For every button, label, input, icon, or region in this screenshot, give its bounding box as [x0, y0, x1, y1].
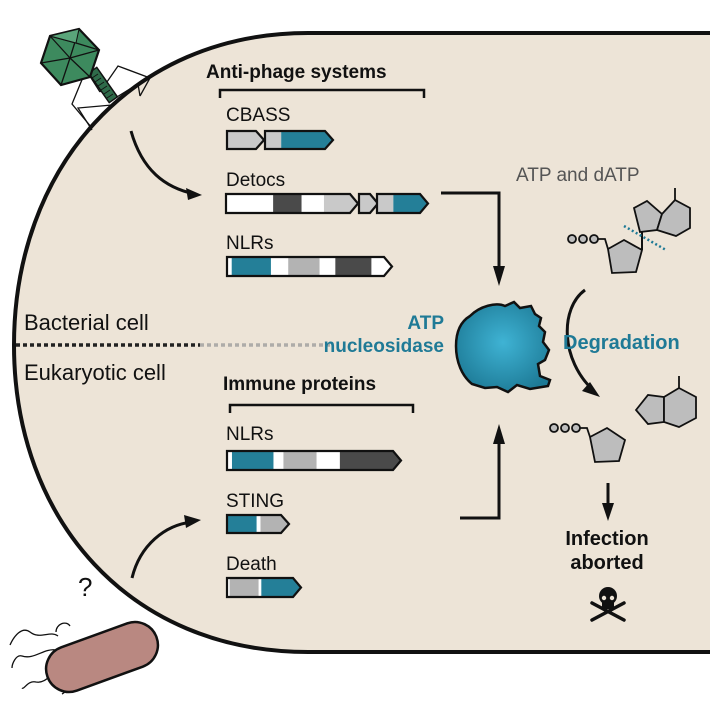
gene-arrow-outline	[224, 192, 360, 215]
protein-domain-white	[273, 451, 284, 470]
degraded-ribose-phosphate-icon	[549, 423, 627, 463]
degradation-arrowhead	[582, 382, 600, 397]
protein-domain-light-gray	[227, 131, 264, 149]
gene-arrow-outline	[225, 513, 291, 535]
atp-molecule-icon	[567, 188, 691, 274]
protein-domain-white	[301, 194, 324, 213]
protein-domain-mid-gray	[260, 515, 289, 533]
bacterial-to-enzyme-connector	[441, 191, 501, 268]
protein-domain-white	[227, 451, 232, 470]
anti-phage-header: Anti-phage systems	[206, 62, 387, 83]
immune-proteins-bracket	[228, 403, 415, 413]
death-label: Death	[226, 554, 277, 575]
protein-domain-white	[256, 515, 261, 533]
eukaryotic-to-enzyme-arrowhead	[493, 424, 505, 444]
bacterium-icon	[9, 620, 160, 695]
protein-domain-white	[227, 257, 232, 276]
protein-domain-teal	[393, 194, 428, 213]
protein-domain-teal	[227, 515, 257, 533]
gene-arrow-outline	[225, 255, 394, 278]
gene-arrow-outline	[357, 192, 380, 215]
degraded-adenine-icon	[634, 376, 697, 428]
cleavage-line	[623, 224, 667, 252]
protein-domain-white	[227, 578, 230, 597]
protein-domain-dark-gray	[335, 257, 372, 276]
death-gene-cluster	[225, 576, 303, 599]
sting-label: STING	[226, 491, 284, 512]
sting-gene-cluster	[225, 513, 291, 535]
cbass-gene-cluster	[225, 129, 335, 151]
gene-arrow	[225, 255, 394, 278]
gene-arrow-outline	[263, 129, 335, 151]
degradation-arrow	[565, 288, 596, 393]
protein-domain-mid-gray	[283, 451, 317, 470]
gene-arrow	[225, 449, 403, 472]
eukaryotic-cell-label: Eukaryotic cell	[24, 360, 166, 385]
infection-aborted-line2: aborted	[570, 552, 643, 574]
nlrs-eukaryotic-gene-cluster	[225, 449, 403, 472]
cell-body	[11, 31, 710, 654]
protein-domain-light-gray	[265, 131, 282, 149]
unknown-question-mark: ?	[78, 572, 92, 602]
protein-domain-mid-gray	[229, 578, 259, 597]
detocs-label: Detocs	[226, 170, 285, 191]
atp-nucleosidase-label-line1: ATP	[407, 313, 444, 334]
gene-arrow-outline	[375, 192, 430, 215]
detocs-gene-cluster	[224, 192, 430, 215]
anti-phage-bracket	[218, 88, 426, 98]
nlrs-eukaryotic-label: NLRs	[226, 424, 274, 445]
gene-arrow	[225, 513, 291, 535]
bacterial-cell-label: Bacterial cell	[24, 310, 149, 335]
gene-arrow	[263, 129, 335, 151]
protein-domain-white	[319, 257, 336, 276]
protein-domain-white	[270, 257, 289, 276]
gene-arrow	[375, 192, 430, 215]
atp-nucleosidase-label-line2: nucleosidase	[324, 336, 444, 357]
protein-domain-white	[316, 451, 340, 470]
skull-crossbones-icon	[590, 587, 626, 622]
cell-right-edge	[706, 35, 710, 650]
eukaryote-entry-arrowhead	[184, 515, 201, 528]
nlrs-bacterial-gene-cluster	[225, 255, 394, 278]
phage-entry-arrowhead	[186, 188, 202, 200]
gene-arrow	[225, 129, 266, 151]
degradation-label: Degradation	[563, 332, 680, 354]
eukaryote-entry-arrow	[130, 520, 193, 579]
phage-entry-arrow	[129, 130, 196, 196]
protein-domain-teal	[261, 578, 301, 597]
protein-domain-teal	[281, 131, 333, 149]
atp-nucleosidase-blob-icon	[454, 300, 552, 394]
gene-arrow	[225, 576, 303, 599]
protein-domain-dark-gray	[339, 451, 401, 470]
infection-aborted-line1: Infection	[565, 528, 648, 550]
gene-arrow-outline	[225, 449, 403, 472]
bacteriophage-icon	[39, 27, 151, 131]
protein-domain-white	[226, 194, 274, 213]
infection-arrowhead	[602, 503, 614, 521]
bacterial-to-enzyme-arrowhead	[493, 266, 505, 286]
protein-domain-light-gray	[323, 194, 358, 213]
gene-arrow-outline	[225, 129, 266, 151]
protein-domain-teal	[231, 257, 271, 276]
gene-arrow	[224, 192, 360, 215]
gene-arrow-outline	[225, 576, 303, 599]
protein-domain-light-gray	[377, 194, 394, 213]
protein-domain-mid-gray	[288, 257, 320, 276]
gene-arrow	[357, 192, 380, 215]
eukaryotic-to-enzyme-connector	[460, 442, 501, 520]
protein-domain-teal	[231, 451, 274, 470]
immune-proteins-header: Immune proteins	[223, 374, 376, 395]
nlrs-bacterial-label: NLRs	[226, 233, 274, 254]
protein-domain-white	[258, 578, 262, 597]
cbass-label: CBASS	[226, 105, 290, 126]
protein-domain-dark-gray	[273, 194, 302, 213]
atp-datp-label: ATP and dATP	[516, 165, 640, 186]
